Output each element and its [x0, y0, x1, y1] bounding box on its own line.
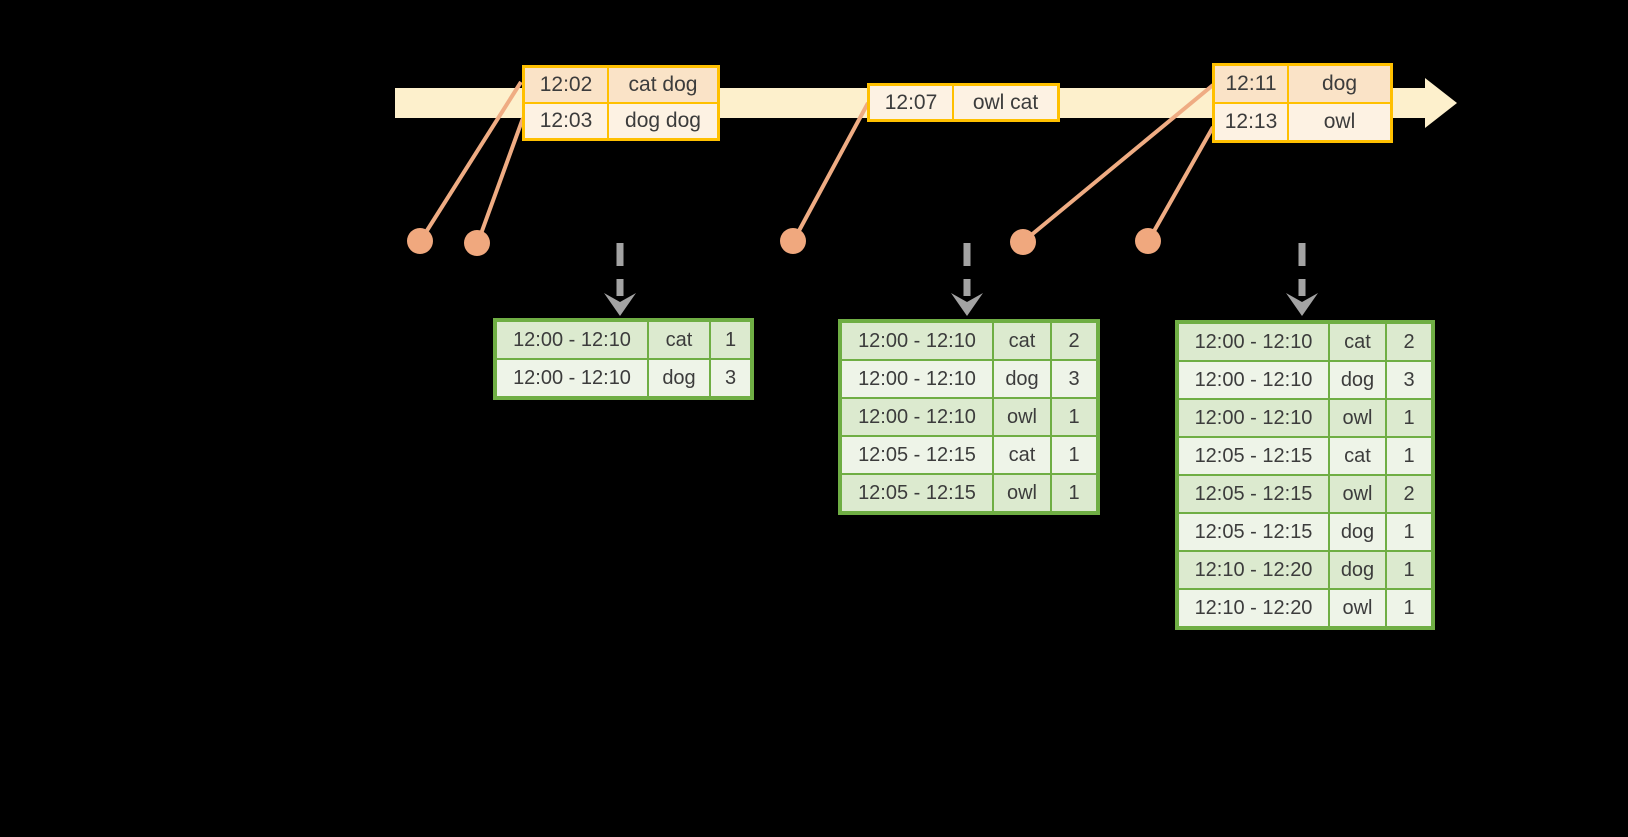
- window-cell: 12:10 - 12:20: [1194, 558, 1313, 581]
- word-cell: dog: [1328, 362, 1385, 398]
- table-row: 12:05 - 12:15 owl 2: [1179, 474, 1431, 512]
- table-row: 12:00 - 12:10 dog 3: [842, 359, 1096, 397]
- table-row: 12:07 owl cat: [870, 86, 1057, 119]
- table-row: 12:00 - 12:10 dog 3: [1179, 360, 1431, 398]
- event-words: owl cat: [952, 86, 1057, 119]
- word-cell: cat: [992, 323, 1050, 359]
- table-row: 12:00 - 12:10 cat 1: [497, 322, 750, 358]
- window-cell: 12:05 - 12:15: [858, 481, 976, 504]
- table-row: 12:00 - 12:10 owl 1: [842, 397, 1096, 435]
- event-time: 12:11: [1225, 72, 1277, 95]
- arrowhead-icon: [951, 293, 983, 316]
- leader-line-1203: [476, 117, 525, 243]
- word-cell: owl: [992, 475, 1050, 511]
- window-cell: 12:00 - 12:10: [513, 366, 631, 389]
- event-dot-1211: [1010, 229, 1036, 255]
- event-table-3: 12:11 dog 12:13 owl: [1212, 63, 1393, 143]
- table-row: 12:10 - 12:20 dog 1: [1179, 550, 1431, 588]
- table-row: 12:10 - 12:20 owl 1: [1179, 588, 1431, 626]
- count-cell: 1: [1050, 399, 1096, 435]
- event-words: dog: [1287, 66, 1390, 102]
- window-cell: 12:05 - 12:15: [1194, 482, 1313, 505]
- leader-line-1207: [792, 102, 870, 241]
- count-cell: 1: [1385, 400, 1431, 436]
- event-table-2: 12:07 owl cat: [867, 83, 1060, 122]
- event-time: 12:03: [539, 109, 593, 132]
- word-cell: dog: [1328, 552, 1385, 588]
- table-row: 12:00 - 12:10 cat 2: [1179, 324, 1431, 360]
- event-time: 12:13: [1224, 110, 1278, 133]
- word-cell: owl: [1328, 476, 1385, 512]
- table-row: 12:03 dog dog: [525, 102, 717, 138]
- window-cell: 12:00 - 12:10: [858, 405, 976, 428]
- word-cell: cat: [647, 322, 709, 358]
- word-cell: cat: [1328, 438, 1385, 474]
- window-cell: 12:00 - 12:10: [858, 329, 976, 352]
- count-cell: 1: [1050, 475, 1096, 511]
- table-row: 12:00 - 12:10 owl 1: [1179, 398, 1431, 436]
- table-row: 12:05 - 12:15 cat 1: [842, 435, 1096, 473]
- count-cell: 2: [1385, 476, 1431, 512]
- word-cell: owl: [992, 399, 1050, 435]
- timeline-arrowhead-icon: [1425, 78, 1457, 128]
- table-row: 12:02 cat dog: [525, 68, 717, 102]
- result-table-2: 12:00 - 12:10 cat 2 12:00 - 12:10 dog 3 …: [838, 319, 1100, 515]
- table-row: 12:00 - 12:10 dog 3: [497, 358, 750, 396]
- word-cell: owl: [1328, 400, 1385, 436]
- window-cell: 12:00 - 12:10: [513, 328, 631, 351]
- event-dot-1207: [780, 228, 806, 254]
- word-cell: dog: [992, 361, 1050, 397]
- window-cell: 12:05 - 12:15: [1194, 444, 1313, 467]
- event-words: cat dog: [607, 68, 717, 102]
- result-table-1: 12:00 - 12:10 cat 1 12:00 - 12:10 dog 3: [493, 318, 754, 400]
- arrowhead-icon: [1286, 293, 1318, 316]
- count-cell: 3: [1050, 361, 1096, 397]
- event-time: 12:02: [539, 73, 593, 96]
- event-dot-1203: [464, 230, 490, 256]
- leader-line-1202: [419, 80, 523, 242]
- count-cell: 2: [1050, 323, 1096, 359]
- leader-line-1211: [1022, 83, 1215, 243]
- word-cell: dog: [647, 360, 709, 396]
- trigger-arrow-1: [604, 243, 636, 316]
- trigger-arrow-3: [1286, 243, 1318, 316]
- count-cell: 3: [1385, 362, 1431, 398]
- event-time: 12:07: [884, 90, 938, 114]
- table-row: 12:13 owl: [1215, 102, 1390, 140]
- window-cell: 12:00 - 12:10: [1194, 330, 1313, 353]
- count-cell: 1: [1385, 590, 1431, 626]
- count-cell: 1: [1385, 438, 1431, 474]
- table-row: 12:05 - 12:15 owl 1: [842, 473, 1096, 511]
- count-cell: 1: [1385, 552, 1431, 588]
- event-dot-1213: [1135, 228, 1161, 254]
- window-cell: 12:00 - 12:10: [858, 367, 976, 390]
- window-cell: 12:10 - 12:20: [1194, 596, 1313, 619]
- window-cell: 12:00 - 12:10: [1194, 368, 1313, 391]
- trigger-arrow-2: [951, 243, 983, 316]
- count-cell: 2: [1385, 324, 1431, 360]
- word-cell: owl: [1328, 590, 1385, 626]
- word-cell: cat: [1328, 324, 1385, 360]
- event-words: owl: [1287, 104, 1390, 140]
- table-row: 12:00 - 12:10 cat 2: [842, 323, 1096, 359]
- word-cell: cat: [992, 437, 1050, 473]
- event-dot-1202: [407, 228, 433, 254]
- count-cell: 1: [1385, 514, 1431, 550]
- table-row: 12:05 - 12:15 dog 1: [1179, 512, 1431, 550]
- window-cell: 12:05 - 12:15: [858, 443, 976, 466]
- count-cell: 3: [709, 360, 750, 396]
- word-cell: dog: [1328, 514, 1385, 550]
- result-table-3: 12:00 - 12:10 cat 2 12:00 - 12:10 dog 3 …: [1175, 320, 1435, 630]
- count-cell: 1: [1050, 437, 1096, 473]
- event-table-1: 12:02 cat dog 12:03 dog dog: [522, 65, 720, 141]
- arrowhead-icon: [604, 293, 636, 316]
- table-row: 12:11 dog: [1215, 66, 1390, 102]
- table-row: 12:05 - 12:15 cat 1: [1179, 436, 1431, 474]
- event-words: dog dog: [607, 104, 717, 138]
- count-cell: 1: [709, 322, 750, 358]
- leader-line-1213: [1147, 126, 1215, 241]
- window-cell: 12:00 - 12:10: [1194, 406, 1313, 429]
- window-cell: 12:05 - 12:15: [1194, 520, 1313, 543]
